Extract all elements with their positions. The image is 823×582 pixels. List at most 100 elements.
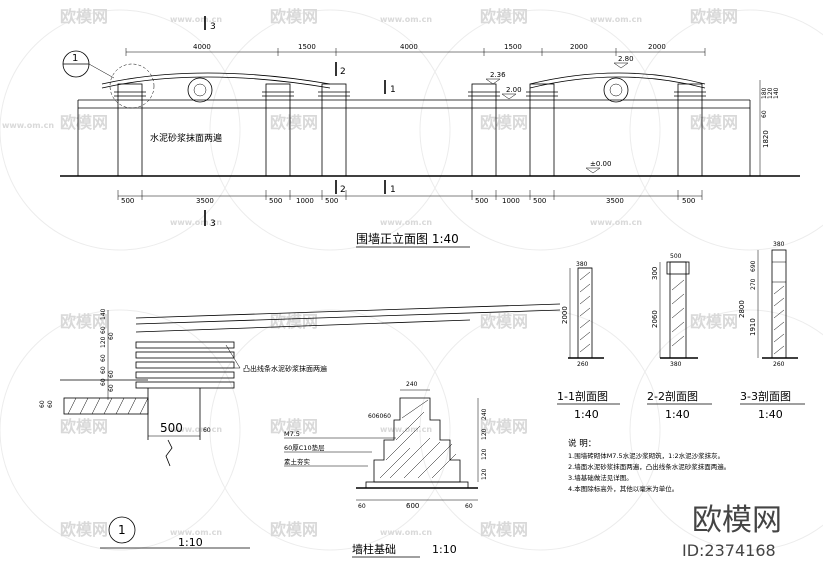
foundation-label: M7.5 [284, 430, 300, 438]
sec-dim: 270 [750, 278, 757, 290]
dim-top: 1500 [504, 43, 522, 51]
section-title: 3-3剖面图 [740, 389, 791, 403]
detail-dim: 120 [100, 336, 107, 348]
sec-dim: 690 [750, 260, 757, 272]
dim-top: 4000 [193, 43, 211, 51]
dim-bottom: 500 [475, 197, 488, 205]
dim-bottom: 500 [121, 197, 134, 205]
dim-right: 120 [767, 87, 774, 99]
dim-right: 180 [761, 87, 768, 99]
section-1-1: 2000 380 260 1-1剖面图 1:40 [557, 261, 620, 421]
level-mark: ±0.00 [590, 160, 611, 168]
detail-dim: 60 [100, 326, 107, 334]
foundation-scale: 1:10 [432, 543, 457, 556]
sec-dim: 380 [773, 241, 785, 248]
detail-dim: 60 [39, 400, 46, 408]
watermark-site: www.om.cn [170, 218, 222, 227]
detail-dim: 60 [100, 354, 107, 362]
watermark-brand: 欧模网 [270, 7, 318, 26]
dim-top: 4000 [400, 43, 418, 51]
sec-dim: 260 [577, 361, 589, 368]
dim-bottom: 500 [682, 197, 695, 205]
pier-foundation: 240 606060 240 120 120 120 60 600 60 M7.… [284, 381, 488, 558]
watermark-brand: 欧模网 [690, 312, 738, 331]
foundation-dim: 60 [358, 503, 366, 510]
dim-right: 1820 [762, 130, 770, 148]
detail-dim: 60 [108, 332, 115, 340]
dim-bottom: 3500 [606, 197, 624, 205]
section-title: 1-1剖面图 [557, 389, 608, 403]
foundation-dim: 240 [481, 408, 488, 420]
elevation-title: 围墙正立面图 1:40 [356, 231, 459, 246]
detail-dim: 60 [100, 378, 107, 386]
foundation-dim: 60 [465, 503, 473, 510]
level-mark: 2.00 [506, 86, 522, 94]
detail-width: 500 [160, 421, 183, 435]
watermark-brand: 欧模网 [480, 520, 528, 539]
detail-number: 1 [118, 523, 126, 537]
sec-dim: 2800 [738, 300, 746, 318]
watermark-brand: 欧模网 [480, 113, 528, 132]
dim-top: 2000 [570, 43, 588, 51]
watermark-logo: 欧模网 ID:2374168 [682, 503, 782, 560]
detail-note: 凸出线条水泥砂浆抹面两遍 [243, 364, 327, 373]
watermark-site: www.om.cn [380, 528, 432, 537]
section-2-2: 300 2060 500 380 2-2剖面图 1:40 [647, 253, 712, 421]
detail-scale: 1:10 [178, 536, 203, 549]
detail-number-circle [108, 516, 136, 544]
sec-dim: 260 [773, 361, 785, 368]
foundation-dim: 240 [406, 381, 418, 388]
cut-mark: 3 [210, 219, 216, 229]
dim-right: 60 [761, 110, 768, 118]
notes-heading: 说 明： [568, 438, 596, 449]
dim-bottom: 500 [533, 197, 546, 205]
sec-dim: 2000 [561, 306, 569, 324]
watermark-brand: 欧模网 [480, 7, 528, 26]
watermark-site: www.om.cn [380, 15, 432, 24]
section-scale: 1:40 [758, 408, 783, 421]
section-3-3: 690 270 2800 1910 380 260 3-3剖面图 1:40 [738, 241, 805, 421]
detail-dim: 60 [108, 370, 115, 378]
section-scale: 1:40 [574, 408, 599, 421]
detail-dim: 140 [100, 308, 107, 320]
watermark-pattern: 欧模网 欧模网 欧模网 欧模网 欧模网 欧模网 欧模网 欧模网 欧模网 欧模网 … [0, 7, 823, 551]
note-item: 3.墙基础做法见详图。 [568, 473, 633, 482]
cut-mark: 3 [210, 22, 216, 32]
detail-1: 140 60 120 60 60 60 60 60 60 60 60 500 6… [39, 303, 561, 549]
foundation-label: 素土夯实 [284, 457, 311, 466]
watermark-brand: 欧模网 [270, 113, 318, 132]
watermark-brand: 欧模网 [480, 312, 528, 331]
watermark-site: www.om.cn [2, 121, 54, 130]
detail-dim: 60 [108, 384, 115, 392]
foundation-dim: 606060 [368, 413, 391, 420]
dim-right: 140 [773, 87, 780, 99]
watermark-brand: 欧模网 [270, 312, 318, 331]
foundation-dim: 120 [481, 448, 488, 460]
dim-bottom: 1000 [296, 197, 314, 205]
detail-side: 60 [203, 427, 211, 434]
watermark-site: www.om.cn [170, 425, 222, 434]
watermark-brand: 欧模网 [60, 113, 108, 132]
watermark-brand: 欧模网 [480, 417, 528, 436]
round-window [603, 77, 629, 103]
watermark-site: www.om.cn [590, 15, 642, 24]
watermark-brand: 欧模网 [270, 417, 318, 436]
dim-top: 2000 [648, 43, 666, 51]
cut-mark: 1 [390, 185, 396, 195]
note-item: 4.本图除标高外，其他以毫米为单位。 [568, 484, 678, 493]
section-title: 2-2剖面图 [647, 389, 698, 403]
wall-elevation: 1 水泥砂浆抹面两遍 2.36 2.00 2.80 ±0.00 4000 150… [60, 16, 800, 248]
sec-dim: 2060 [651, 310, 659, 328]
detail-callout-number: 1 [72, 53, 78, 64]
watermark-brand: 欧模网 [690, 7, 738, 26]
cut-mark: 2 [340, 185, 346, 195]
watermark-site: www.om.cn [170, 528, 222, 537]
round-window [187, 77, 213, 103]
foundation-dim: 120 [481, 428, 488, 440]
sec-dim: 300 [651, 267, 659, 280]
watermark-brand: 欧模网 [690, 113, 738, 132]
logo-brand: 欧模网 [692, 503, 782, 538]
foundation-dim: 120 [481, 468, 488, 480]
watermark-site: www.om.cn [590, 218, 642, 227]
